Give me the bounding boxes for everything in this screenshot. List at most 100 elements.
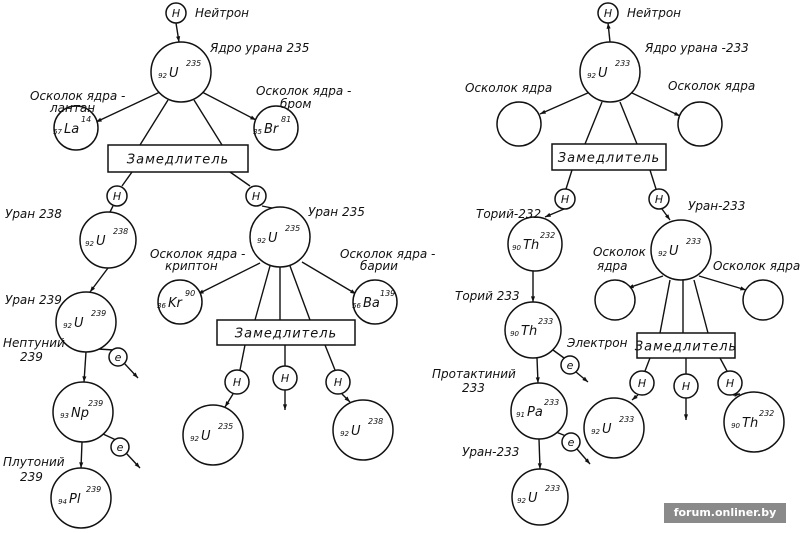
mass-number: 235 (285, 224, 300, 233)
particle-symbol: Н (252, 190, 260, 203)
element-symbol: Br (264, 122, 280, 137)
moderator-box: Замедлитель (216, 319, 356, 346)
diagram-label: Уран 235 (308, 205, 365, 219)
mass-number: 233 (686, 237, 701, 246)
connector-line (584, 101, 603, 145)
diagram-label: Осколок (593, 245, 647, 259)
mass-number: 239 (86, 485, 101, 494)
arrowhead-icon (225, 401, 230, 407)
mass-number: 239 (88, 399, 103, 408)
moderator-box: Замедлитель (107, 144, 249, 173)
particle-symbol: Н (281, 372, 289, 385)
connector-line (539, 91, 591, 115)
neutron-particle: Н (224, 369, 250, 395)
mass-number: 235 (218, 422, 233, 431)
atomic-number: 90 (510, 330, 519, 338)
moderator-label: Замедлитель (127, 153, 229, 168)
diagram-label: ядра (597, 259, 628, 273)
moderator-box: Замедлитель (635, 332, 736, 359)
nucleus-circle (352, 279, 398, 325)
connector-line (239, 344, 246, 371)
element-symbol: U (268, 231, 278, 246)
connector-line (102, 433, 117, 441)
arrowhead-icon (740, 286, 746, 291)
electron-icon (108, 347, 128, 367)
atomic-number: 91 (516, 411, 525, 419)
arrowhead-icon (540, 109, 546, 114)
particle-symbol: Н (604, 7, 612, 20)
element-symbol: Pa (527, 405, 543, 420)
diagram-label: барии (360, 259, 398, 273)
nucleus-circle (650, 219, 712, 281)
arrowhead-icon (282, 404, 288, 410)
neutron-particle: Н (106, 185, 128, 207)
neutron-icon (597, 2, 619, 24)
element-symbol: Pl (69, 492, 81, 507)
mass-number: 233 (615, 59, 630, 68)
particle-symbol: е (117, 441, 124, 454)
connector-line (565, 169, 573, 190)
connector-line (109, 205, 114, 213)
neutron-particle: Н (597, 2, 619, 24)
particle-symbol: Н (638, 377, 646, 390)
particle-symbol: Н (233, 376, 241, 389)
neutron-icon (554, 188, 576, 210)
nucleus-circle (53, 105, 99, 151)
particle-symbol: Н (172, 7, 180, 20)
connector-line (261, 205, 273, 209)
arrowhead-icon (79, 462, 84, 468)
arrowhead-icon (132, 372, 138, 378)
diagram-label: Торий-232 (476, 207, 541, 221)
diagram-label: 233 (462, 381, 485, 395)
connector-line (201, 91, 257, 121)
neutron-particle: Н (629, 370, 655, 396)
diagram-label: Осколок ядра - (30, 89, 125, 103)
atomic-number: 56 (352, 302, 361, 310)
diagram-label: Электрон (566, 336, 628, 350)
particle-symbol: Н (682, 380, 690, 393)
nucleus-circle (182, 404, 244, 466)
connector-line (301, 261, 357, 295)
element-symbol: Ba (363, 296, 380, 311)
diagram-label: Осколок ядра - (340, 247, 435, 261)
neutron-particle: Н (245, 185, 267, 207)
electron-particle: е (110, 437, 130, 457)
atomic-number: 35 (253, 128, 262, 136)
neutron-icon (325, 369, 351, 395)
nucleus-node (594, 279, 636, 321)
connector-line (139, 99, 169, 146)
connector-line (649, 169, 657, 190)
nucleus-circle (579, 41, 641, 103)
diagram-label: 239 (20, 470, 43, 484)
atomic-number: 92 (63, 322, 72, 330)
arrowhead-icon (250, 115, 256, 120)
particle-symbol: Н (113, 190, 121, 203)
element-symbol: Th (523, 238, 539, 253)
neutron-icon (106, 185, 128, 207)
element-symbol: Kr (168, 296, 184, 311)
connector-line (121, 171, 133, 187)
mass-number: 239 (91, 309, 106, 318)
connector-line (97, 348, 115, 351)
neutron-icon (224, 369, 250, 395)
connector-line (193, 99, 223, 146)
diagram-label: Плутоний (3, 455, 65, 469)
atomic-number: 92 (658, 250, 667, 258)
atomic-number: 92 (340, 430, 349, 438)
electron-particle: е (108, 347, 128, 367)
nucleus-circle (79, 211, 137, 269)
diagram-label: Нейтрон (627, 6, 681, 20)
nucleus-circle (496, 101, 542, 147)
arrowhead-icon (582, 376, 588, 382)
element-symbol: U (669, 244, 679, 259)
arrowhead-icon (606, 23, 611, 29)
electron-particle: е (561, 432, 581, 452)
element-symbol: Th (521, 324, 537, 339)
